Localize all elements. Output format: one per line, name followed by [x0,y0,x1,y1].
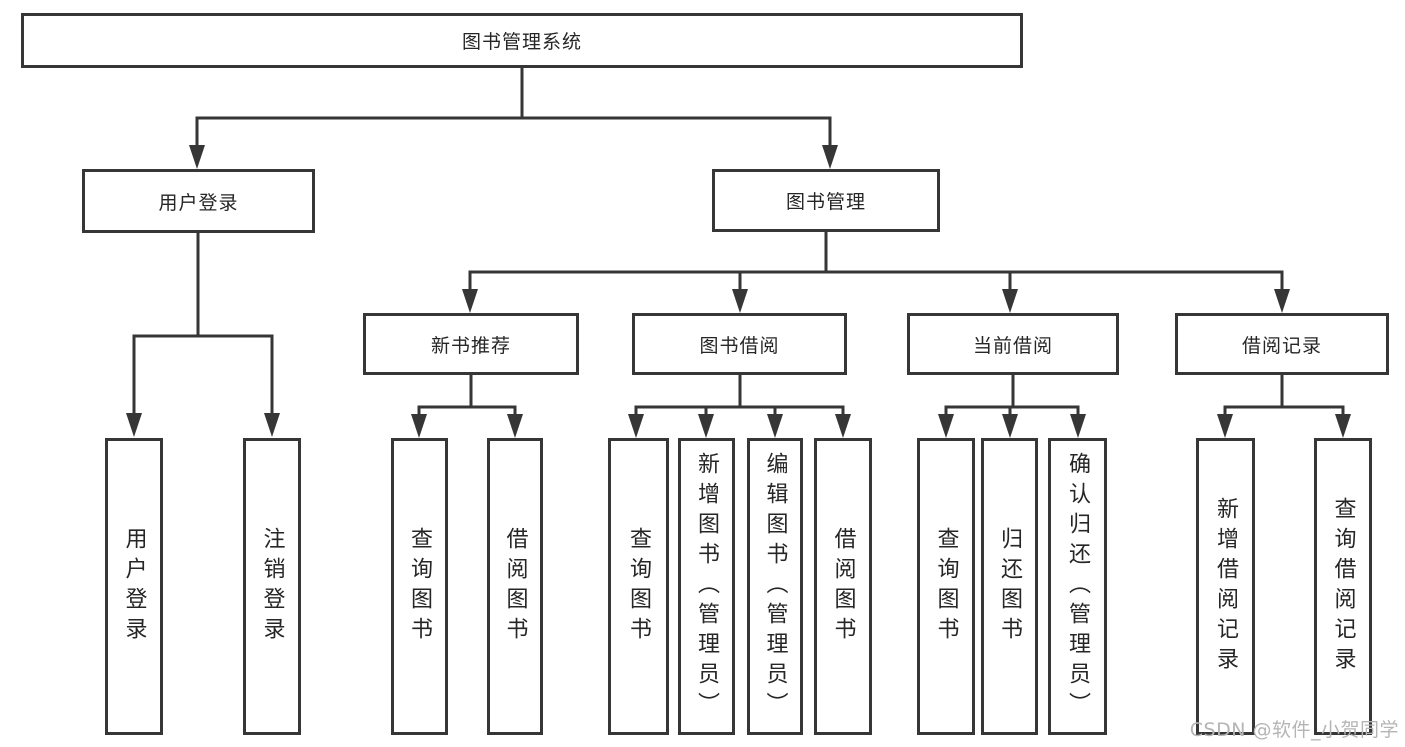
node-label: 用户登录 [121,526,147,647]
leaf-query-books: 查询图书 [917,438,975,735]
connector-book-mgmt-to-level2 [462,232,1290,313]
node-label: 用户登录 [158,191,239,214]
leaf-query-books: 查询图书 [391,438,448,735]
csdn-watermark: CSDN @软件_小贺同学 [1189,719,1399,741]
connector-user-login-to-leaves [126,233,280,437]
node-label: 借阅图书 [830,526,856,647]
node-label: 查询图书 [626,526,652,647]
node-label: 图书借阅 [699,334,780,357]
node-new-book-recommend: 新书推荐 [363,313,579,375]
leaf-borrow-books: 借阅图书 [487,438,543,735]
leaf-borrow-books: 借阅图书 [814,438,872,735]
node-label: 当前借阅 [972,334,1053,357]
node-label: 确认归还（管理员） [1065,451,1091,722]
leaf-confirm-return-admin: 确认归还（管理员） [1048,438,1107,735]
connector-current-borrow-to-leaves [938,375,1086,438]
leaf-edit-books-admin: 编辑图书（管理员） [747,438,803,735]
node-label: 归还图书 [997,526,1023,647]
leaf-query-books: 查询图书 [608,438,669,735]
connector-root-to-level1 [189,68,838,169]
node-label: 查询图书 [407,526,433,647]
node-label: 查询借阅记录 [1330,496,1356,677]
node-book-management: 图书管理 [712,169,940,232]
node-user-login: 用户登录 [82,169,315,233]
node-borrowing-records: 借阅记录 [1175,313,1389,375]
node-label: 注销登录 [259,526,285,647]
node-label: 新书推荐 [430,334,511,357]
leaf-query-borrow-record: 查询借阅记录 [1314,438,1372,735]
leaf-user-login: 用户登录 [105,438,163,735]
leaf-return-books: 归还图书 [981,438,1038,735]
leaf-add-borrow-record: 新增借阅记录 [1196,438,1255,735]
node-label: 新增借阅记录 [1213,496,1239,677]
connector-borrow-record-to-leaves [1217,375,1351,438]
leaf-add-books-admin: 新增图书（管理员） [678,438,735,735]
node-label: 编辑图书（管理员） [762,451,788,722]
node-label: 图书管理 [785,191,866,213]
leaf-logout: 注销登录 [243,438,301,735]
connector-new-book-to-leaves [411,375,523,438]
node-label: 借阅记录 [1241,334,1322,357]
node-label: 查询图书 [933,526,959,647]
node-book-borrowing: 图书借阅 [632,313,847,375]
node-library-management-system: 图书管理系统 [21,13,1023,68]
node-label: 新增图书（管理员） [694,451,720,722]
connector-book-borrow-to-leaves [628,375,851,438]
node-label: 借阅图书 [502,526,528,647]
node-label: 图书管理系统 [461,31,582,53]
node-current-borrowing: 当前借阅 [907,313,1119,375]
